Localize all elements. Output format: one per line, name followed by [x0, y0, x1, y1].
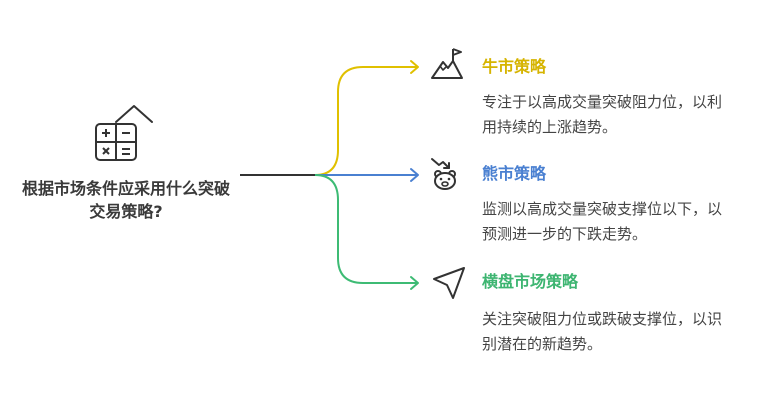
sideways-strategy-title: 横盘市场策略	[482, 272, 579, 291]
bear-trend-down-icon	[431, 158, 456, 190]
mountain-flag-icon	[431, 48, 463, 79]
connector-side	[314, 174, 418, 284]
calculator-house-icon	[95, 105, 153, 161]
navigation-arrow-icon	[433, 267, 465, 299]
bear-strategy-description: 监测以高成交量突破支撑位以下，以预测进一步的下跌走势。	[482, 200, 723, 243]
bull-strategy-title: 牛市策略	[482, 57, 547, 76]
central-question: 根据市场条件应采用什么突破交易策略?	[22, 179, 231, 221]
bear-strategy-title: 熊市策略	[482, 164, 547, 183]
bull-strategy-description: 专注于以高成交量突破阻力位，以利用持续的上涨趋势。	[482, 93, 723, 136]
sideways-strategy-description: 关注突破阻力位或跌破支撑位，以识别潜在的新趋势。	[482, 310, 723, 353]
connector-bull	[314, 66, 418, 176]
arrowhead-side	[410, 276, 419, 290]
arrowhead-bear	[410, 168, 419, 182]
arrowhead-bull	[410, 60, 419, 74]
